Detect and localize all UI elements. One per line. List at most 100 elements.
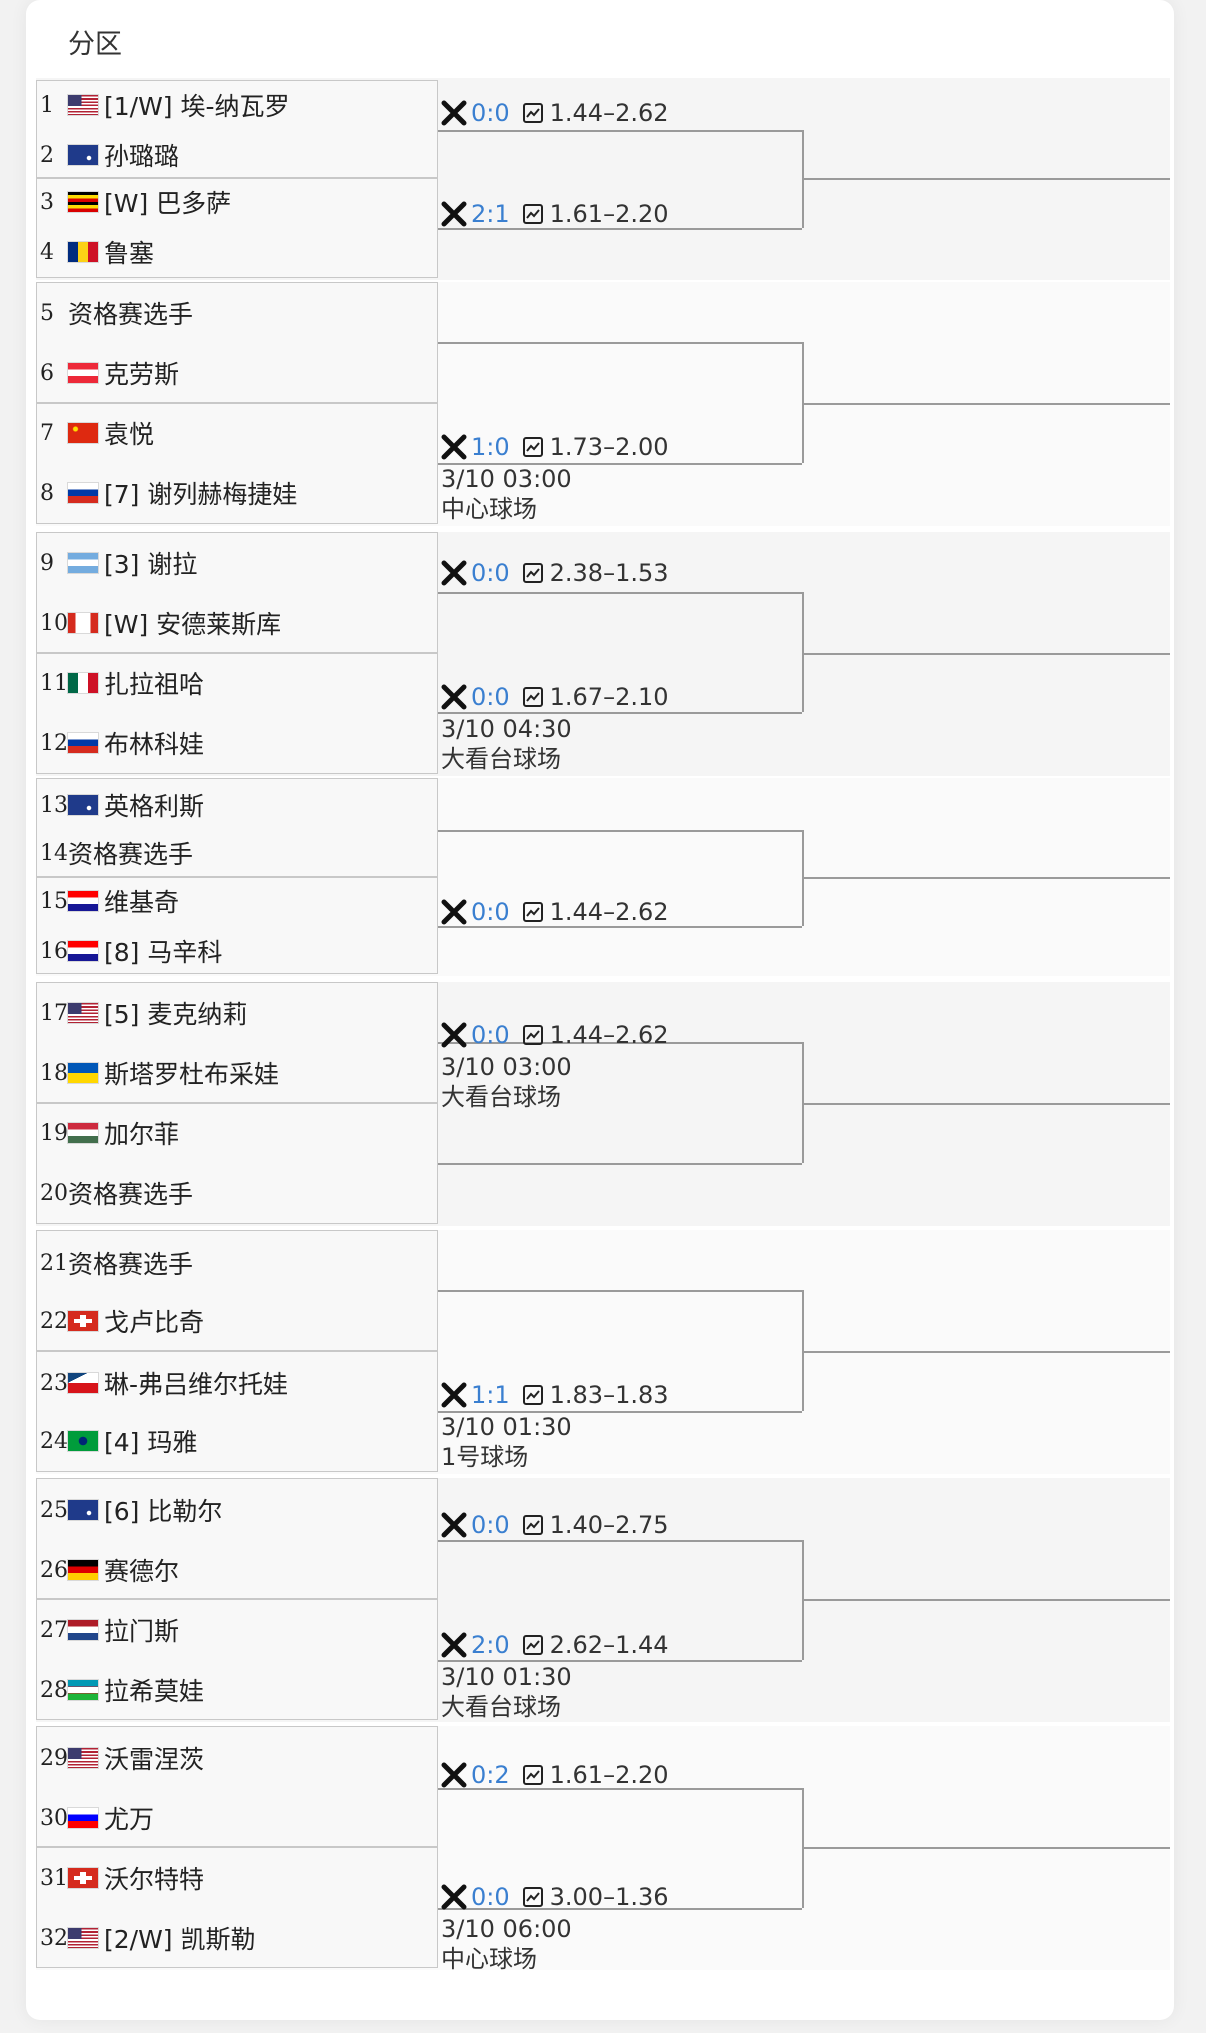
at-flag-icon: [68, 363, 98, 383]
odds-chart-icon[interactable]: [522, 901, 544, 923]
match-score[interactable]: 0:0: [471, 1511, 510, 1539]
cz-flag-icon: [68, 1373, 98, 1393]
match-score[interactable]: 1:1: [471, 1381, 510, 1409]
odds-chart-icon[interactable]: [522, 1886, 544, 1908]
odds-chart-icon[interactable]: [522, 686, 544, 708]
match-score[interactable]: 0:0: [471, 898, 510, 926]
odds-chart-icon[interactable]: [522, 1384, 544, 1406]
player-name: [W] 安德莱斯库: [104, 610, 282, 639]
player-pair-box: [36, 1230, 438, 1351]
player-row[interactable]: 6 克劳斯: [40, 353, 179, 393]
bracket-line: [802, 1599, 1170, 1601]
player-name: [4] 玛雅: [104, 1428, 198, 1457]
seed-number: 22: [40, 1308, 68, 1334]
player-row[interactable]: 9[3] 谢拉: [40, 543, 197, 583]
match-score[interactable]: 0:2: [471, 1761, 510, 1789]
player-row[interactable]: 32[2/W] 凯斯勒: [40, 1918, 256, 1958]
tennis-racket-icon: [441, 434, 467, 460]
odds-chart-icon[interactable]: [522, 436, 544, 458]
player-name: [2/W] 凯斯勒: [104, 1925, 256, 1954]
player-row[interactable]: 25[6] 比勒尔: [40, 1490, 222, 1530]
match-score[interactable]: 1:0: [471, 433, 510, 461]
seed-number: 7: [40, 420, 54, 446]
match-score[interactable]: 0:0: [471, 1021, 510, 1049]
seed-number: 20: [40, 1180, 68, 1206]
odds-chart-icon[interactable]: [522, 1764, 544, 1786]
au-flag-icon: [68, 795, 98, 815]
seed-number: 6: [40, 360, 54, 386]
odds-chart-icon[interactable]: [522, 1514, 544, 1536]
odds-chart-icon[interactable]: [522, 102, 544, 124]
bracket-line: [802, 342, 804, 463]
seed-number: 28: [40, 1677, 68, 1703]
match-score[interactable]: 0:0: [471, 683, 510, 711]
player-pair-box: [36, 1478, 438, 1599]
player-name: 克劳斯: [104, 360, 180, 389]
player-row[interactable]: 16[8] 马辛科: [40, 931, 222, 971]
player-pair-box: [36, 877, 438, 974]
match-score[interactable]: 0:0: [471, 559, 510, 587]
odds-chart-icon[interactable]: [522, 203, 544, 225]
odds-chart-icon[interactable]: [522, 562, 544, 584]
player-row[interactable]: 10[W] 安德莱斯库: [40, 603, 281, 643]
odds-chart-icon[interactable]: [522, 1634, 544, 1656]
player-name: [3] 谢拉: [104, 550, 198, 579]
odds-chart-icon[interactable]: [522, 1024, 544, 1046]
br-flag-icon: [68, 1431, 98, 1451]
player-row[interactable]: 1[1/W] 埃-纳瓦罗: [40, 85, 290, 125]
player-row[interactable]: 27 拉门斯: [40, 1610, 179, 1650]
match-info[interactable]: 0:0 1.44–2.62: [441, 895, 669, 929]
seed-number: 24: [40, 1428, 68, 1454]
bracket-line: [438, 592, 802, 594]
player-row[interactable]: 8[7] 谢列赫梅捷娃: [40, 473, 297, 513]
seed-number: 27: [40, 1617, 68, 1643]
match-score[interactable]: 2:1: [471, 200, 510, 228]
match-score[interactable]: 0:0: [471, 99, 510, 127]
match-odds: 1.44–2.62: [549, 898, 669, 926]
player-row[interactable]: 17[5] 麦克纳莉: [40, 993, 247, 1033]
bracket-line: [802, 877, 1170, 879]
player-name: 布林科娃: [104, 730, 205, 759]
player-name: 拉门斯: [104, 1617, 180, 1646]
match-score[interactable]: 2:0: [471, 1631, 510, 1659]
match-score[interactable]: 0:0: [471, 1883, 510, 1911]
bracket-line: [802, 1103, 1170, 1105]
player-name: [W] 巴多萨: [104, 189, 232, 218]
player-row[interactable]: 24 [4] 玛雅: [40, 1421, 197, 1461]
player-row[interactable]: 3[W] 巴多萨: [40, 182, 231, 222]
bracket-line: [438, 1908, 802, 1910]
player-pair-box: [36, 80, 438, 178]
